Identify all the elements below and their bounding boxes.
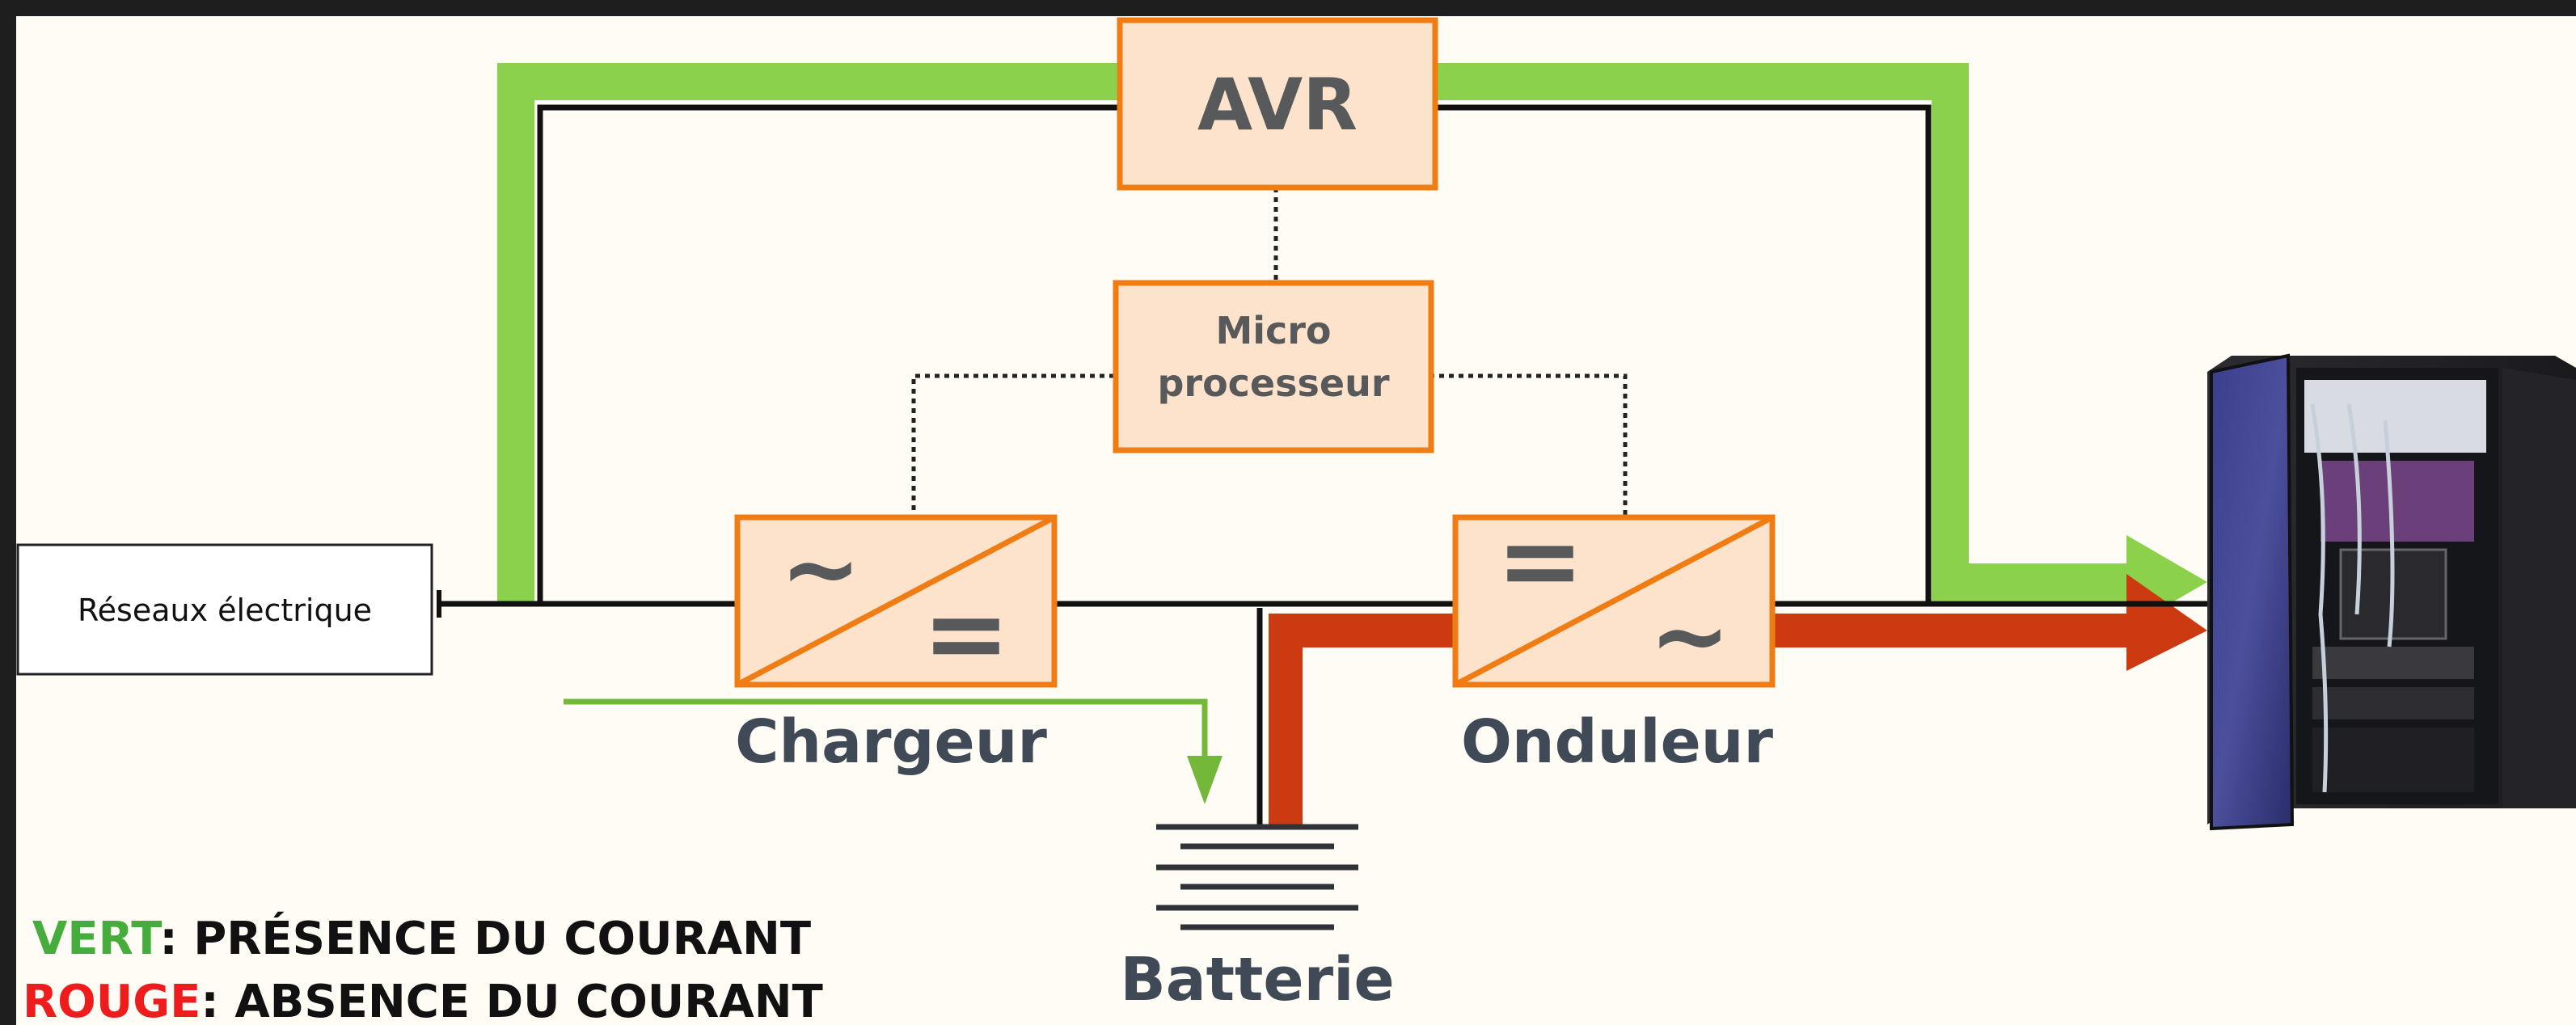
microprocessor-box: Micro processeur [1113, 280, 1434, 453]
red-power-path [1269, 614, 2135, 825]
legend-red: ROUGE: ABSENCE DU COURANT [23, 976, 823, 1025]
onduleur-ac-symbol: ~ [1649, 580, 1731, 693]
chargeur-label: Chargeur [735, 707, 1047, 777]
control-lines [911, 188, 1628, 517]
onduleur-label: Onduleur [1461, 707, 1773, 777]
chargeur-dc-symbol: = [923, 572, 1011, 694]
legend-green-text: : PRÉSENCE DU COURANT [159, 912, 811, 965]
black-wiring [437, 104, 2207, 829]
battery-icon [1156, 824, 1358, 930]
batterie-label: Batterie [1120, 945, 1394, 1014]
legend: VERT: PRÉSENCE DU COURANT ROUGE: ABSENCE… [23, 912, 823, 1025]
legend-red-word: ROUGE [23, 976, 201, 1025]
reseau-box: Réseaux électrique [16, 543, 433, 676]
legend-red-text: : ABSENCE DU COURANT [201, 976, 822, 1025]
micro-label-line1: Micro [1215, 309, 1331, 352]
onduleur-dc-symbol: = [1497, 499, 1585, 622]
onduleur-box: = ~ [1452, 499, 1776, 693]
chargeur-ac-symbol: ~ [780, 513, 862, 626]
avr-box: AVR [1117, 17, 1438, 191]
charging-arrow [564, 698, 1223, 804]
red-arrow-head [2126, 574, 2207, 671]
legend-green-word: VERT [32, 913, 162, 965]
avr-label: AVR [1197, 63, 1358, 146]
server-rack-icon [2207, 353, 2576, 831]
reseau-label: Réseaux électrique [78, 593, 372, 628]
micro-label-line2: processeur [1157, 361, 1389, 405]
chargeur-box: ~ = [734, 513, 1058, 694]
green-power-path [497, 63, 2135, 602]
legend-green: VERT: PRÉSENCE DU COURANT [32, 912, 811, 965]
